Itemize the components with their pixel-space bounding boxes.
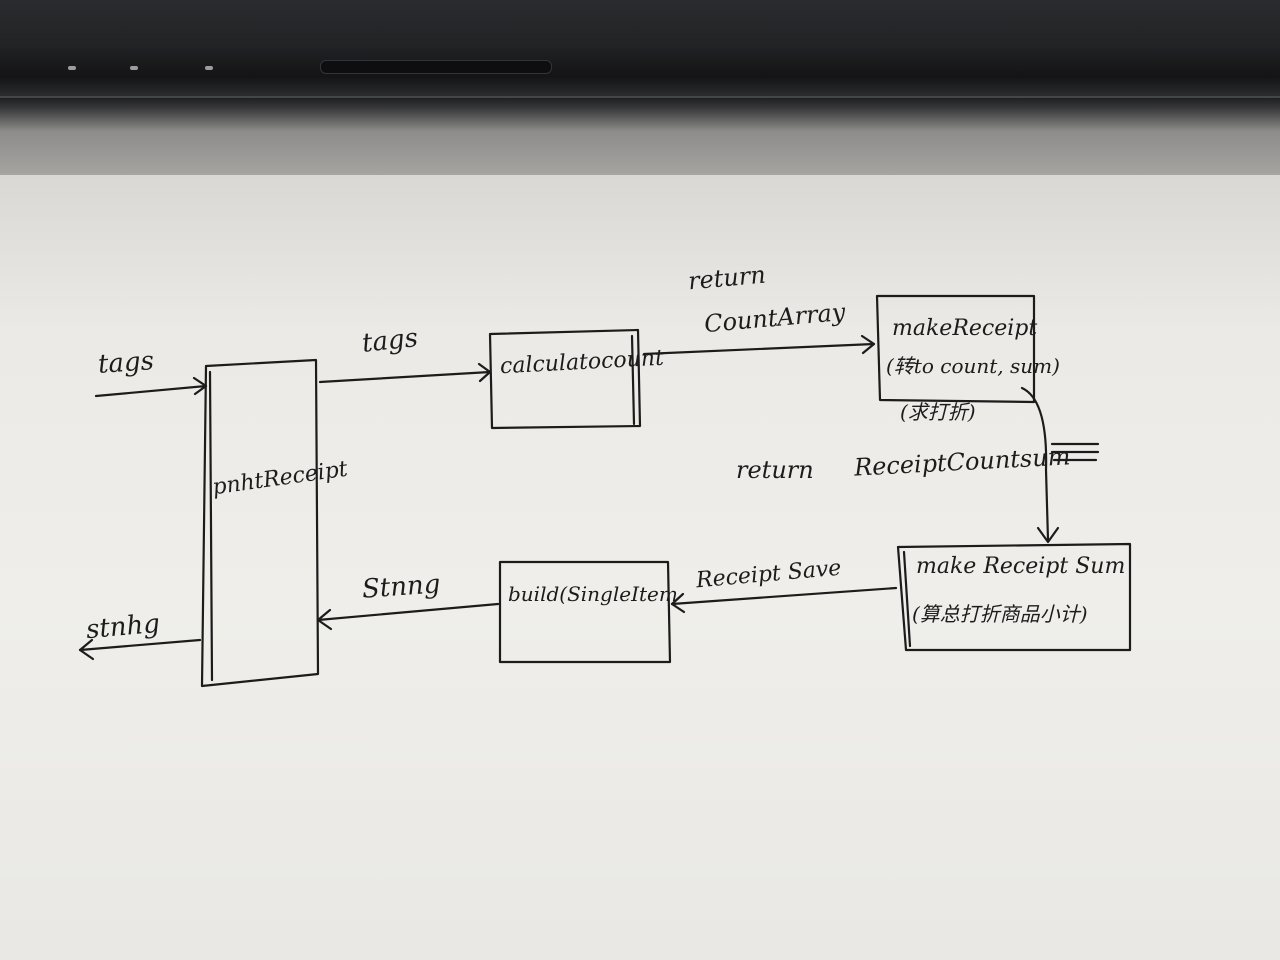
count-array-arrowhead [860, 334, 876, 355]
return-label: return [686, 260, 767, 296]
make-receipt-note: (转to count, sum) [886, 354, 1060, 378]
calculate-count-box [488, 328, 642, 430]
card-slot [320, 60, 552, 74]
return-label-2: return [736, 456, 814, 484]
build-single-item-label: build(SingleItem [508, 582, 678, 606]
laptop-bezel [0, 48, 1280, 98]
paper-sheet [0, 175, 1280, 960]
port-light [205, 66, 213, 70]
print-receipt-box-edge [208, 370, 214, 682]
tags-in-label: tags [97, 346, 155, 380]
crossed-out-scribble [1050, 442, 1100, 462]
receipt-save-arrowhead [670, 592, 686, 614]
string-to-print-label: Stnng [361, 569, 442, 605]
tags-to-calculate-label: tags [360, 323, 420, 359]
tags-to-calculate-arrowhead [477, 362, 492, 383]
string-out-arrow [78, 638, 202, 652]
make-receipt-sub-note: (求打折) [900, 400, 976, 424]
string-to-print-arrow [316, 602, 500, 622]
tags-in-arrowhead [192, 376, 208, 396]
print-receipt-box [200, 358, 320, 688]
tags-in-arrow [94, 384, 208, 398]
laptop-edge [0, 0, 1280, 175]
receipt-count-sum-arrow [1020, 386, 1050, 542]
calculate-count-box-edge [630, 334, 636, 426]
build-single-item-box [498, 560, 672, 664]
make-receipt-sum-label: make Receipt Sum [916, 554, 1126, 579]
port-light [130, 66, 138, 70]
string-out-arrowhead [78, 638, 95, 661]
make-receipt-sum-note: (算总打折商品小计) [912, 602, 1088, 626]
make-receipt-box [875, 294, 1036, 404]
receipt-count-sum-arrowhead [1036, 526, 1060, 544]
make-receipt-sum-box-edge [902, 550, 912, 648]
string-out-label: stnhg [84, 608, 162, 646]
string-to-print-arrowhead [316, 608, 333, 631]
make-receipt-label: makeReceipt [892, 316, 1038, 341]
count-array-arrow [642, 342, 876, 356]
port-light [68, 66, 76, 70]
tags-to-calculate-arrow [318, 370, 492, 384]
receipt-save-arrow [670, 586, 898, 606]
make-receipt-sum-box [896, 542, 1132, 652]
